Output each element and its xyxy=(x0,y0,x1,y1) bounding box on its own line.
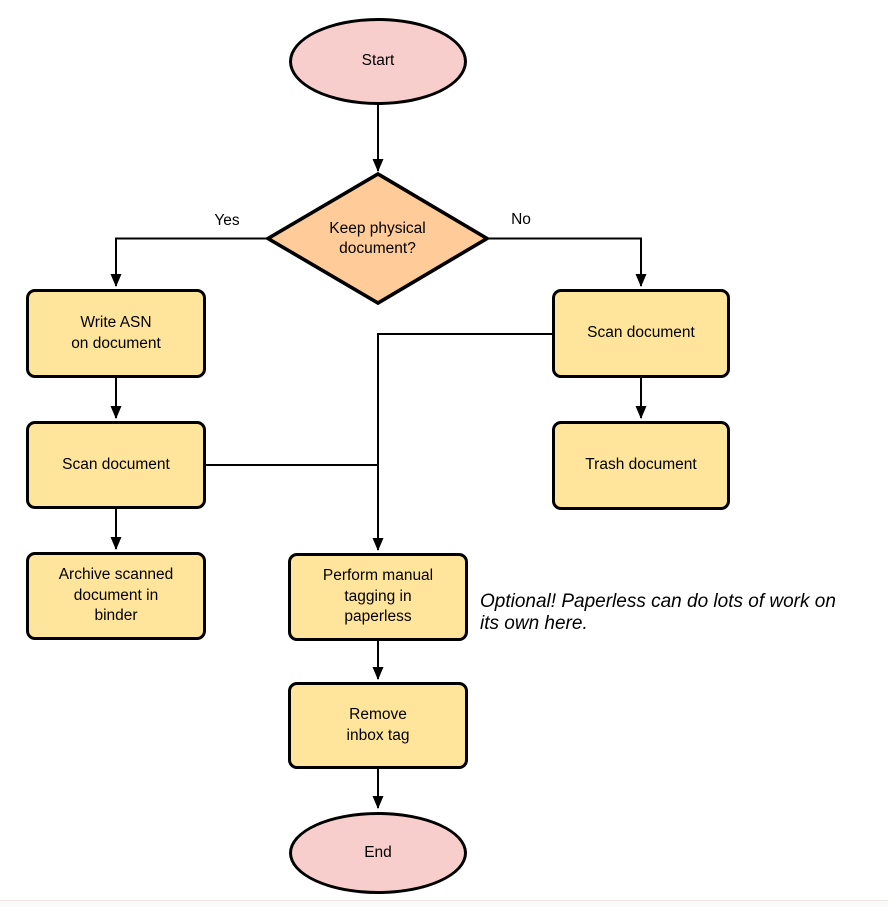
node-scan-document-left: Scan document xyxy=(26,421,206,509)
edge-label-yes: Yes xyxy=(214,212,240,229)
node-archive-label: Archive scanned document in binder xyxy=(58,566,174,625)
edge-label-no: No xyxy=(511,211,531,228)
node-write-asn: Write ASN on document xyxy=(26,289,206,378)
node-end-label: End xyxy=(364,843,392,861)
node-manual-tagging: Perform manual tagging in paperless xyxy=(288,553,468,641)
node-start-label: Start xyxy=(361,52,395,70)
edge-no-to-scan-right xyxy=(488,237,647,287)
node-start: Start xyxy=(289,18,467,105)
decision-label-text: Keep physical document? xyxy=(329,219,426,257)
decision-diamond-shape xyxy=(264,171,491,306)
node-scan-right-label: Scan document xyxy=(587,324,695,342)
node-remove-inbox-label: Remove inbox tag xyxy=(346,706,410,744)
node-write-asn-label: Write ASN on document xyxy=(71,314,161,352)
node-scan-document-right: Scan document xyxy=(552,289,730,378)
node-archive-in-binder: Archive scanned document in binder xyxy=(26,552,206,640)
node-trash-document: Trash document xyxy=(552,421,730,510)
page-bottom-edge xyxy=(0,900,888,907)
node-decision-label: Keep physical document? xyxy=(268,176,487,302)
node-end: End xyxy=(289,812,467,894)
optional-note: Optional! Paperless can do lots of work … xyxy=(480,591,836,634)
node-scan-left-label: Scan document xyxy=(62,455,170,473)
node-trash-label: Trash document xyxy=(585,456,697,474)
edge-scan-right-to-tagging xyxy=(372,333,552,551)
node-remove-inbox-tag: Remove inbox tag xyxy=(288,682,468,769)
edge-yes-to-write-asn xyxy=(110,237,267,287)
node-tagging-label: Perform manual tagging in paperless xyxy=(322,567,434,626)
